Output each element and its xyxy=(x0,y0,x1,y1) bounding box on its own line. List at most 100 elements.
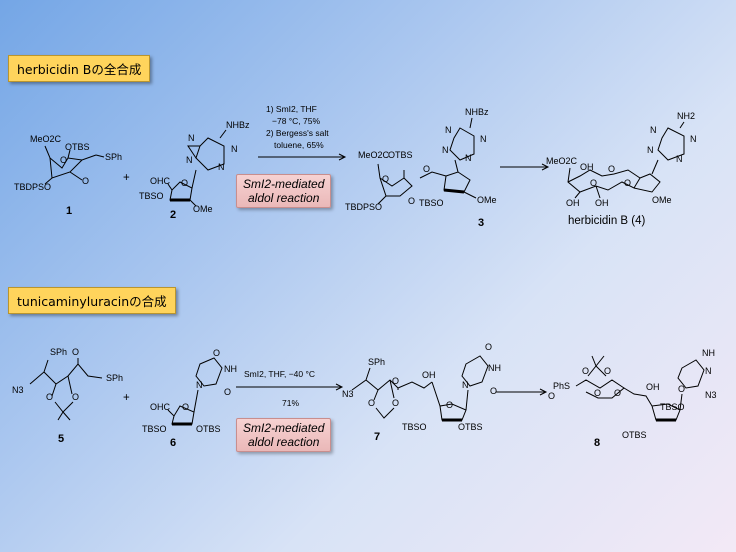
label-oh: OH xyxy=(566,198,580,208)
label-phs: O xyxy=(548,391,555,401)
label-n: N xyxy=(462,380,469,390)
smi2-aldol-badge-2: SmI2-mediated aldol reaction xyxy=(236,418,332,452)
tricyclic-core xyxy=(567,167,641,193)
label-otbs: OTBS xyxy=(196,424,221,434)
compound-1: MeO2C OTBS SPh O O TBDPSO 1 xyxy=(14,134,122,217)
label-o: O xyxy=(181,178,188,188)
bond xyxy=(679,121,685,129)
compound-4: NH2 N N N N MeO2C OH O O O OH OH OMe her… xyxy=(546,111,697,227)
condition-line: 2) Bergess's salt xyxy=(266,128,329,138)
label-o: O xyxy=(608,164,615,174)
bond xyxy=(463,191,477,199)
herbicidin-b-label: herbicidin B (4) xyxy=(568,215,646,227)
label-nhbz: NHBz xyxy=(226,120,250,130)
label-o: O xyxy=(392,376,399,386)
bond xyxy=(187,145,200,159)
label-ohc: OHC xyxy=(150,176,171,186)
bond xyxy=(469,117,473,129)
label-n: N xyxy=(650,125,657,135)
acetonide xyxy=(375,407,395,419)
label-otbs: OTBS xyxy=(65,142,90,152)
ribose-ring xyxy=(167,405,195,425)
label-nh2: NH2 xyxy=(677,111,695,121)
bond xyxy=(29,359,49,385)
label-sph: SPh xyxy=(105,152,122,162)
bond xyxy=(679,393,683,411)
section-title-tunicaminyluracin: tunicaminyluracinの合成 xyxy=(8,287,176,314)
label-otbs: OTBS xyxy=(458,422,483,432)
bond xyxy=(443,188,465,194)
condition-line: SmI2, THF, −40 °C xyxy=(244,369,315,379)
arrow-head xyxy=(541,163,550,171)
compound-2: NHBz N N N N OHC O TBSO OMe 2 xyxy=(139,120,250,221)
badge-line-2: aldol reaction xyxy=(247,191,320,205)
label-o: O xyxy=(382,174,389,184)
bond xyxy=(193,389,199,413)
bond xyxy=(219,129,227,139)
label-n3: N3 xyxy=(12,385,24,395)
bond xyxy=(44,145,97,169)
uracil-ring xyxy=(195,357,223,387)
bond xyxy=(62,411,71,421)
compound-number: 5 xyxy=(58,433,64,445)
bond xyxy=(67,149,71,159)
label-o: O xyxy=(72,392,79,402)
bond xyxy=(377,195,387,205)
compound-number: 1 xyxy=(66,205,72,217)
uracil-ring xyxy=(461,355,489,387)
label-oh: OH xyxy=(595,198,609,208)
label-n3: N3 xyxy=(342,389,354,399)
purine-ring xyxy=(449,127,475,161)
label-tbso: TBSO xyxy=(142,424,167,434)
label-o: O xyxy=(490,386,497,396)
label-n: N xyxy=(188,133,195,143)
bond xyxy=(454,159,459,173)
label-ome: OMe xyxy=(477,195,497,205)
label-tbdpso: TBDPSO xyxy=(345,202,382,212)
label-tbso: TBSO xyxy=(139,191,164,201)
label-nh: N xyxy=(705,366,712,376)
label-o: O xyxy=(485,342,492,352)
ring xyxy=(377,163,413,197)
badge-line-2: aldol reaction xyxy=(247,435,320,449)
compound-8: O O O OH NH N O N3 PhS O O TBSO OTBS 8 xyxy=(548,348,717,449)
bond xyxy=(465,389,469,411)
label-n: N xyxy=(196,380,203,390)
arrow-head xyxy=(338,153,347,161)
label-n: N xyxy=(445,125,452,135)
label-o: O xyxy=(582,366,589,376)
label-o-keto: O xyxy=(82,176,89,186)
condition-line: 71% xyxy=(282,398,299,408)
label-tbso: TBSO xyxy=(419,198,444,208)
label-tbso: TBSO xyxy=(402,422,427,432)
acetonide xyxy=(54,401,74,413)
label-o: O xyxy=(408,196,415,206)
badge-line-1: SmI2-mediated xyxy=(243,177,325,191)
compound-number: 7 xyxy=(374,431,380,443)
reaction-1b xyxy=(500,163,550,171)
bond xyxy=(67,375,73,395)
bond xyxy=(69,171,83,181)
label-ohc: OHC xyxy=(150,402,171,412)
label-oh: OH xyxy=(646,382,660,392)
label-o: O xyxy=(604,366,611,376)
label-nh: NH xyxy=(224,364,237,374)
label-n: N xyxy=(231,144,238,154)
label-n: N xyxy=(442,145,449,155)
reaction-1: 1) SmI2, THF −78 °C, 75% 2) Bergess's sa… xyxy=(258,104,347,161)
label-meo2c: MeO2C xyxy=(358,150,390,160)
chain xyxy=(623,387,653,407)
label-otbs: OTBS xyxy=(388,150,413,160)
compound-5: SPh O SPh N3 O O 5 xyxy=(12,347,123,445)
purine-ring xyxy=(657,127,685,161)
bond xyxy=(574,191,581,199)
badge-line-1: SmI2-mediated xyxy=(243,421,325,435)
label-n: N xyxy=(676,154,683,164)
plus-sign-2: + xyxy=(123,392,130,404)
arrow-head xyxy=(335,383,344,391)
label-o: O xyxy=(594,388,601,398)
label-o: N3 xyxy=(705,390,717,400)
ribose-ring xyxy=(443,171,471,193)
